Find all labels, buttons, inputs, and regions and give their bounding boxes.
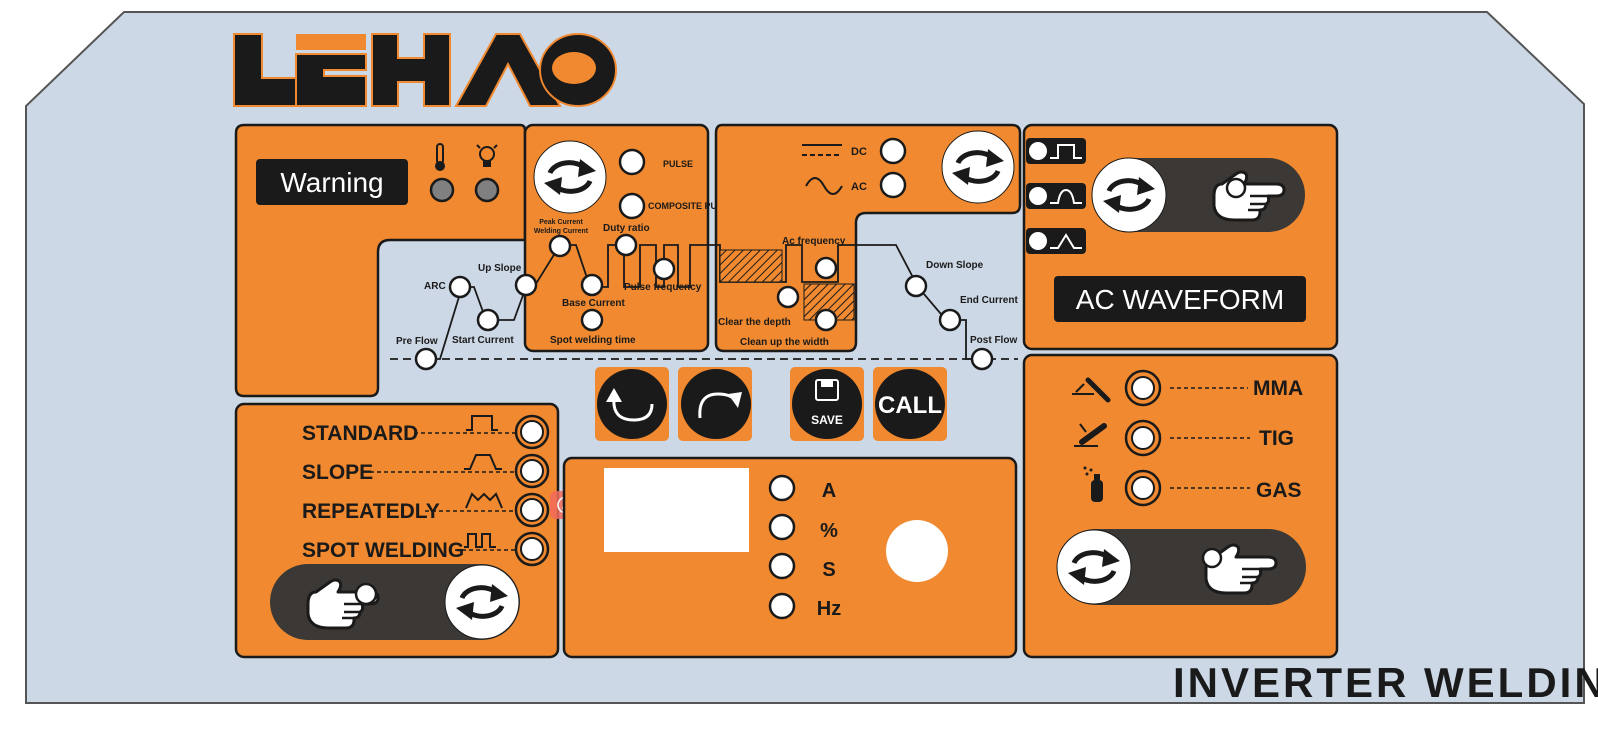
triangle-wave-option [1026,228,1086,254]
clear-depth-label: Clear the depth [718,317,791,328]
pulse-select-button[interactable] [533,140,607,214]
undo-arrow-icon [612,397,654,422]
current-type-select-button[interactable] [941,130,1015,204]
base-current-led [580,273,604,297]
clean-width-led [814,308,838,332]
welding-current-label: Welding Current [534,228,589,235]
unit-percent-label: % [820,520,838,542]
tagline: INVERTER WELDING [1173,659,1598,706]
composite-pulse-led [618,192,646,220]
mode-leds [514,414,550,567]
redo-button[interactable] [678,367,752,441]
save-button[interactable]: SAVE [790,367,864,441]
peak-current-led [548,234,572,258]
standard-wave-icon [466,415,498,431]
ac-waveform-label: AC WAVEFORM [1076,284,1284,315]
unit-hz-led [768,592,796,620]
post-flow-led [970,347,994,371]
base-current-label: Base Current [562,298,625,309]
lamp-icon [476,144,498,167]
dc-symbol-icon [802,144,842,156]
mode-slope-label: SLOPE [302,461,373,484]
ac-waveform-label-box [1054,276,1306,322]
unit-percent-led [768,513,796,541]
peak-current-label: Peak Current [539,219,583,226]
post-flow-label: Post Flow [970,335,1017,346]
electrode-holder-icon [1072,377,1111,403]
mode-toggle-button[interactable] [270,564,520,640]
ac-frequency-led [814,256,838,280]
ac-led [879,171,907,199]
undo-button[interactable] [595,367,669,441]
up-slope-led [514,273,538,297]
pre-flow-led [414,347,438,371]
spot-welding-time-led [580,308,604,332]
ac-frequency-label: Ac frequency [782,236,846,247]
process-leader-lines [1170,387,1250,489]
process-mma-label: MMA [1253,377,1303,400]
dc-label: DC [851,146,867,158]
down-slope-label: Down Slope [926,260,984,271]
process-gas-label: GAS [1256,479,1302,502]
pulse-frequency-led [652,257,676,281]
mode-leader-lines [370,432,516,551]
repeat-wave-icon [465,492,503,509]
warning-label: Warning [280,167,383,198]
ac-label: AC [851,181,867,193]
call-label: CALL [878,392,942,419]
spot-welding-time-label: Spot welding time [550,335,636,346]
mode-standard-label: STANDARD [302,422,418,445]
process-panel [1022,353,1339,659]
warning-label-box [256,159,408,205]
pulse-frequency-label: Pulse frequency [624,282,702,293]
pulse-label: PULSE [663,159,693,169]
save-label: SAVE [811,413,843,427]
process-tig-label: TIG [1259,427,1294,450]
dc-led [879,137,907,165]
call-button[interactable]: CALL [873,367,947,441]
overheat-led [429,177,455,203]
duty-ratio-label: Duty ratio [603,223,650,234]
process-leds [1124,369,1162,507]
unit-hz-label: Hz [817,598,841,620]
process-toggle-button[interactable] [1056,529,1306,605]
slope-wave-icon [464,454,502,470]
mode-repeatedly-label: REPEATEDLY [302,500,440,523]
duty-ratio-led [614,233,638,257]
start-current-led [476,308,500,332]
arc-led [448,275,472,299]
end-current-label: End Current [960,295,1018,306]
floppy-disk-icon [815,379,839,401]
clear-depth-led [776,285,800,309]
unit-s-led [768,552,796,580]
start-current-label: Start Current [452,335,514,346]
pulse-led [618,148,646,176]
up-slope-label: Up Slope [478,263,522,274]
unit-s-label: S [822,559,835,581]
composite-pulse-label: COMPOSITE PULSE [648,201,735,211]
unit-a-label: A [822,480,836,502]
arc-label: ARC [424,281,446,292]
spot-wave-icon [464,533,496,548]
ac-symbol-icon [805,177,843,195]
square-wave-option [1026,138,1086,164]
clean-width-label: Clean up the width [740,337,829,348]
mode-spot-welding-label: SPOT WELDING [302,539,464,562]
gas-cylinder-icon [1083,466,1103,502]
thermometer-icon [435,143,445,171]
end-current-led [938,308,962,332]
tig-torch-icon [1074,423,1107,447]
down-slope-led [904,274,928,298]
power-led [474,177,500,203]
waveform-toggle-button[interactable] [1091,157,1305,233]
brand-logo [233,33,617,107]
pointer-circle-icon [1225,177,1247,199]
soft-wave-option [1026,183,1086,209]
digital-display [604,468,749,552]
unit-a-led [768,474,796,502]
pre-flow-label: Pre Flow [396,336,438,347]
adjust-knob[interactable] [886,520,948,582]
